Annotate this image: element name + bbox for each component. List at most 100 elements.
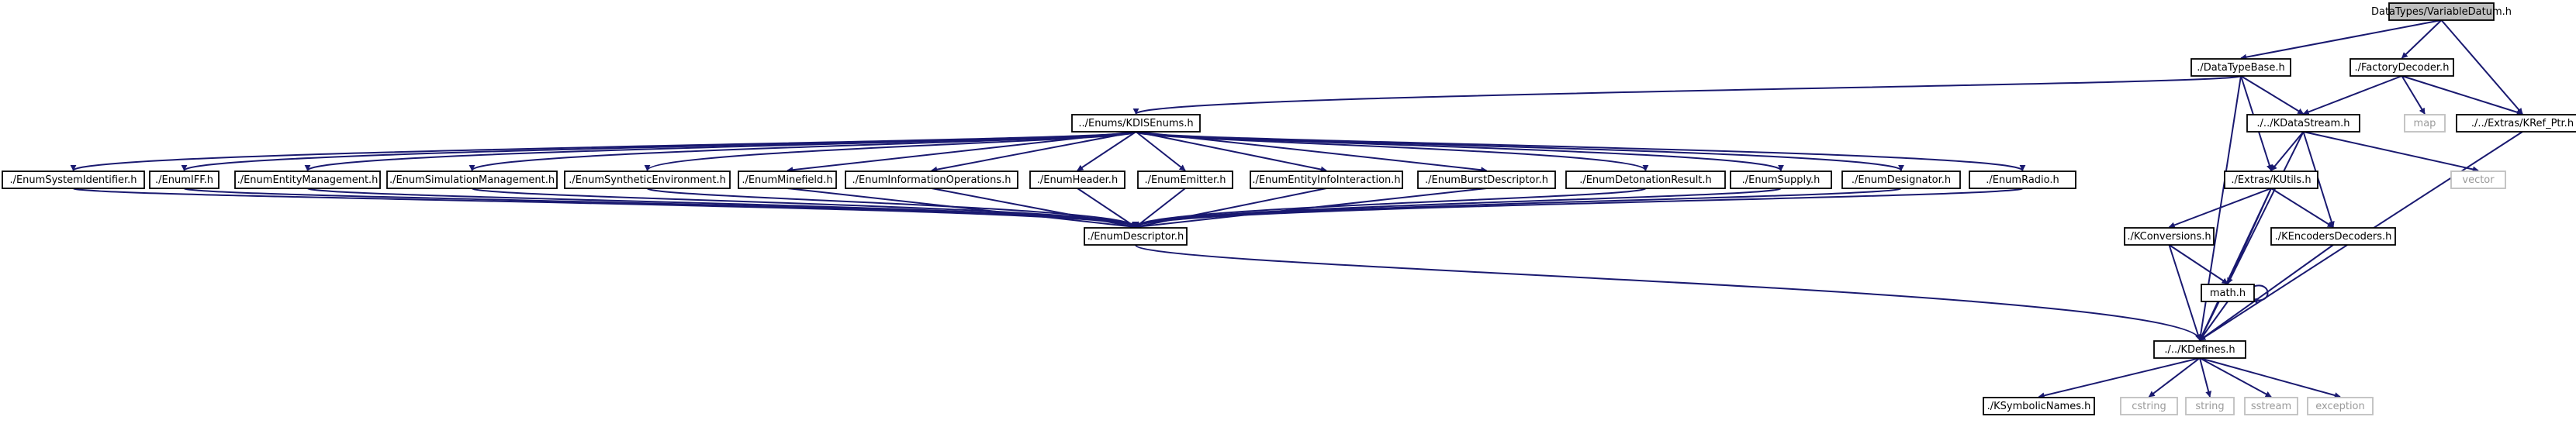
graph-node: map xyxy=(2404,114,2446,133)
dependency-edge xyxy=(2199,357,2341,398)
dependency-edge xyxy=(1132,75,2242,115)
node-label: ./EnumSyntheticEnvironment.h xyxy=(569,174,726,186)
graph-node[interactable]: math.h xyxy=(2201,284,2255,302)
edge-layer xyxy=(70,19,2523,399)
node-box xyxy=(2120,397,2178,415)
dependency-edge xyxy=(2401,19,2443,59)
node-box xyxy=(1417,170,1556,189)
dependency-edge xyxy=(2240,19,2442,60)
node-label: ./../KDataStream.h xyxy=(2256,118,2350,129)
graph-node[interactable]: ./KSymbolicNames.h xyxy=(1983,397,2095,415)
graph-node[interactable]: ./../KDataStream.h xyxy=(2246,114,2360,133)
dependency-edge xyxy=(2252,284,2269,305)
graph-node[interactable]: ./EnumBurstDescriptor.h xyxy=(1417,170,1556,189)
node-box xyxy=(1730,170,1832,189)
dependency-edge xyxy=(2199,131,2305,341)
node-label: string xyxy=(2195,401,2224,412)
graph-node[interactable]: ./FactoryDecoder.h xyxy=(2350,58,2454,77)
node-label: ./KConversions.h xyxy=(2127,231,2211,243)
node-box xyxy=(1565,170,1726,189)
dependency-edge xyxy=(787,188,1136,230)
node-box xyxy=(2,170,145,189)
node-box xyxy=(1084,227,1188,246)
dependency-edge xyxy=(306,188,1139,228)
node-label: ./../Extras/KRef_Ptr.h xyxy=(2471,118,2574,129)
dependency-edge xyxy=(471,188,1139,228)
dependency-edge xyxy=(2038,357,2201,399)
graph-node: sstream xyxy=(2244,397,2298,415)
node-box xyxy=(1137,170,1233,189)
node-box xyxy=(2185,397,2235,415)
node-label: ./EnumSystemIdentifier.h xyxy=(9,174,137,186)
dependency-edge xyxy=(2302,75,2402,115)
dependency-edge xyxy=(2168,244,2228,284)
node-box xyxy=(2456,114,2576,133)
node-box xyxy=(2201,284,2255,302)
graph-node[interactable]: ./EnumDescriptor.h xyxy=(1084,227,1188,246)
dependency-edge xyxy=(931,131,1136,173)
graph-node[interactable]: ./EnumDesignator.h xyxy=(1841,170,1961,189)
node-label: ./EnumEmitter.h xyxy=(1144,174,1226,186)
node-label: sstream xyxy=(2251,401,2291,412)
graph-node[interactable]: ./Extras/KUtils.h xyxy=(2224,170,2318,189)
node-box xyxy=(738,170,837,189)
node-box xyxy=(2350,58,2454,77)
graph-node[interactable]: ./EnumRadio.h xyxy=(1969,170,2076,189)
dependency-edge xyxy=(646,188,1139,228)
graph-node[interactable]: ../Enums/KDISEnums.h xyxy=(1071,114,1201,133)
dependency-edge xyxy=(2401,75,2426,115)
graph-node[interactable]: ./KEncodersDecoders.h xyxy=(2270,227,2396,246)
graph-node[interactable]: ./EnumInformationOperations.h xyxy=(845,170,1018,189)
node-label: exception xyxy=(2315,401,2365,412)
graph-node[interactable]: ./EnumEntityInfoInteraction.h xyxy=(1250,170,1403,189)
graph-node[interactable]: ./EnumSystemIdentifier.h xyxy=(2,170,145,189)
node-label: ./EnumEntityInfoInteraction.h xyxy=(1252,174,1400,186)
graph-node[interactable]: ./../Extras/KRef_Ptr.h xyxy=(2456,114,2576,133)
graph-node: vector xyxy=(2450,170,2506,189)
graph-node[interactable]: ./EnumMinefield.h xyxy=(738,170,837,189)
node-label: ./EnumMinefield.h xyxy=(742,174,832,186)
dependency-edge xyxy=(1132,188,1782,228)
dependency-edge xyxy=(2168,244,2201,341)
node-box xyxy=(2388,2,2495,21)
graph-node[interactable]: ./KConversions.h xyxy=(2124,227,2215,246)
node-box xyxy=(2307,397,2374,415)
dependency-edge xyxy=(2199,188,2272,341)
dependency-edge xyxy=(183,188,1139,228)
dependency-edge xyxy=(1135,188,1186,228)
graph-node[interactable]: ./EnumSimulationManagement.h xyxy=(386,170,558,189)
dependency-edge xyxy=(1136,131,1327,173)
node-label: ./KSymbolicNames.h xyxy=(1987,401,2091,412)
graph-node[interactable]: ./../KDefines.h xyxy=(2153,340,2246,359)
node-label: cstring xyxy=(2132,401,2166,412)
graph-node[interactable]: ./EnumSupply.h xyxy=(1730,170,1832,189)
graph-node[interactable]: ./EnumDetonationResult.h xyxy=(1565,170,1726,189)
graph-node[interactable]: ./DataTypeBase.h xyxy=(2190,58,2291,77)
node-box xyxy=(1071,114,1201,133)
dependency-edge xyxy=(2168,188,2272,229)
node-label: ./EnumEntityManagement.h xyxy=(237,174,379,186)
graph-node[interactable]: ./EnumIFF.h xyxy=(149,170,220,189)
graph-node[interactable]: ./EnumEmitter.h xyxy=(1137,170,1233,189)
node-box xyxy=(2124,227,2215,246)
node-box xyxy=(2153,340,2246,359)
dependency-edge xyxy=(1077,188,1136,228)
dependency-edge xyxy=(2270,188,2334,228)
dependency-edge xyxy=(2440,19,2523,115)
dependency-edge xyxy=(787,131,1136,174)
dependency-edge xyxy=(1132,188,1902,228)
dependency-edge xyxy=(2270,131,2305,171)
node-box xyxy=(1029,170,1125,189)
node-box xyxy=(2246,114,2360,133)
node-label: math.h xyxy=(2210,288,2246,299)
node-label: ../Enums/KDISEnums.h xyxy=(1078,118,1193,129)
graph-node[interactable]: ./EnumHeader.h xyxy=(1029,170,1125,189)
node-label: DataTypes/VariableDatum.h xyxy=(2371,6,2512,18)
node-box xyxy=(1969,170,2076,189)
graph-node[interactable]: DataTypes/VariableDatum.h xyxy=(2371,2,2512,21)
graph-node[interactable]: ./EnumSyntheticEnvironment.h xyxy=(564,170,731,189)
graph-node[interactable]: ./EnumEntityManagement.h xyxy=(234,170,381,189)
node-label: ./EnumInformationOperations.h xyxy=(852,174,1011,186)
node-box xyxy=(2224,170,2318,189)
node-box xyxy=(234,170,381,189)
